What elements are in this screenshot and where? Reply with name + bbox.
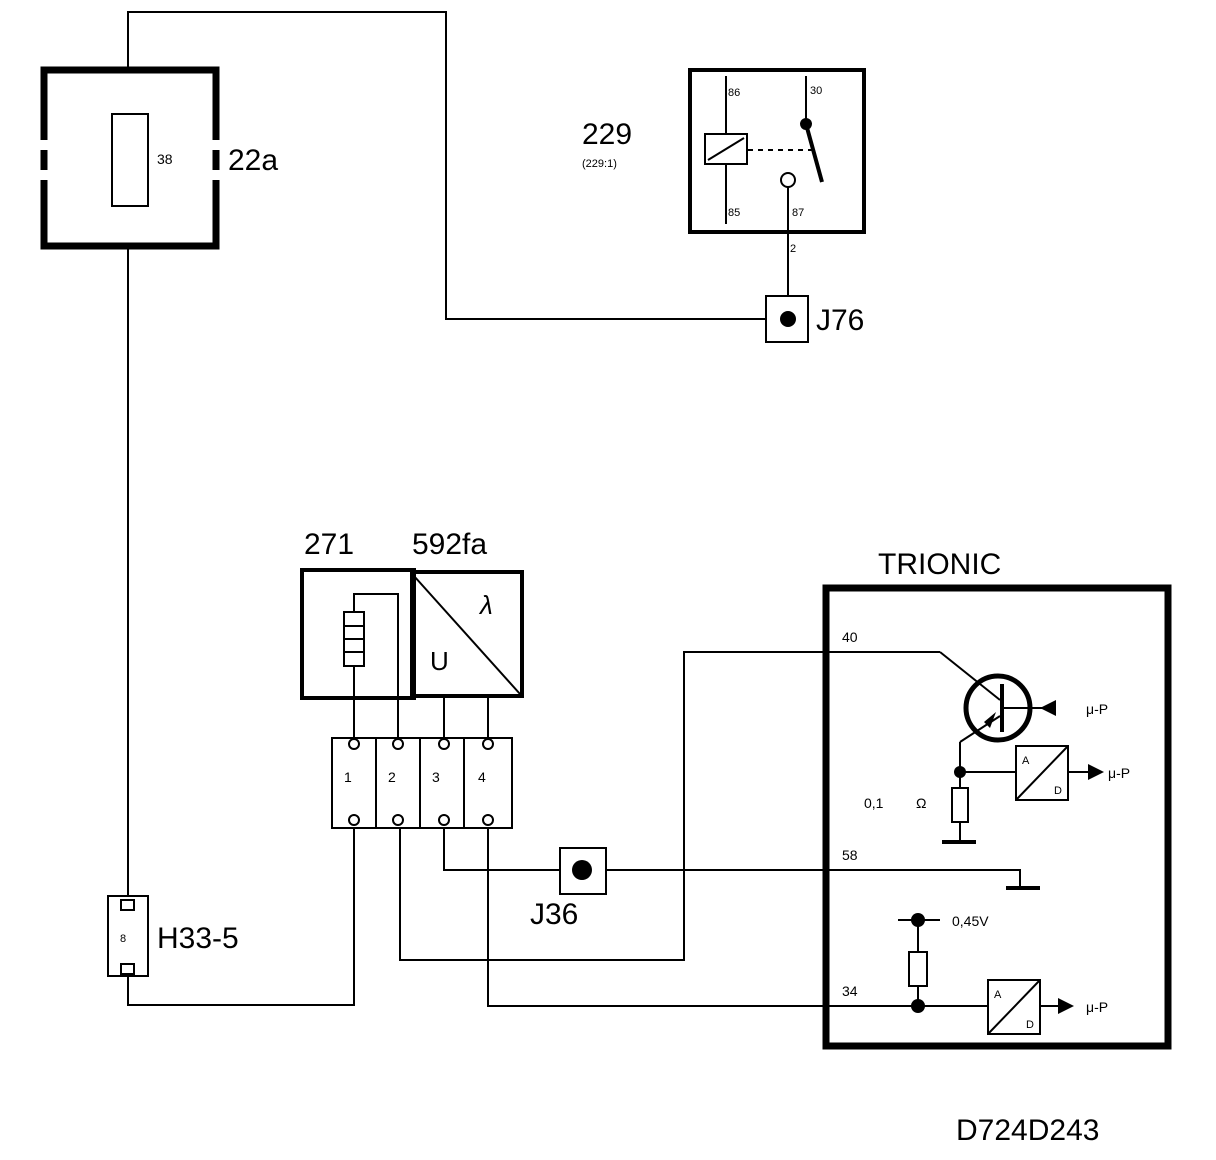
diagram-id: D724D243 (956, 1114, 1099, 1147)
ad1-a: A (1022, 755, 1030, 767)
connector-hole-4-top (482, 738, 494, 750)
relay-pin-85: 85 (728, 207, 740, 219)
mu-p-label-2: μ-P (1108, 765, 1130, 781)
reference-voltage: 0,45V (952, 913, 989, 929)
ad1-d: D (1054, 785, 1062, 797)
ad-converter-2-diag (987, 979, 1041, 1035)
lambda-box (410, 570, 524, 698)
connector-pin-label-4: 4 (478, 769, 486, 785)
relay-sub-label: (229:1) (582, 158, 617, 170)
lambda-sensor-label: 592fa (412, 528, 487, 561)
wire-pin4-to-trionic34 (487, 818, 988, 1007)
connector-hole-3-top (438, 738, 450, 750)
ad2-arrow (1058, 998, 1074, 1014)
connector-hole-2-bottom (392, 814, 404, 826)
fuse-box-label: 22a (228, 144, 278, 177)
mu-p-label-1: μ-P (1086, 701, 1108, 717)
fuse-number: 38 (157, 151, 173, 167)
trionic-ecu: TRIONIC 40 58 34 0,1 Ω A D 0,45V (822, 548, 1172, 1050)
fuse-element (111, 113, 149, 207)
junction-j36: J36 (530, 847, 607, 931)
trionic-frame (822, 584, 1172, 1050)
sensor-connector: 1 2 3 4 (331, 737, 513, 829)
shunt-resistor (951, 787, 969, 823)
trionic-pin-58: 58 (842, 847, 858, 863)
lambda-diagonal (413, 575, 521, 695)
lambda-symbol: λ (478, 590, 493, 620)
connector-hole-3-bottom (438, 814, 450, 826)
transistor-input-arrow (1040, 700, 1056, 716)
h33-pin-bottom (120, 963, 135, 975)
ad1-arrow (1088, 764, 1104, 780)
shunt-value: 0,1 (864, 795, 884, 811)
relay-pin-87: 87 (792, 207, 804, 219)
transistor-collector (939, 651, 1001, 701)
j76-label: J76 (816, 304, 864, 337)
trionic-pin-40: 40 (842, 629, 858, 645)
lambda-u-label: U (430, 646, 449, 676)
j36-dot (572, 860, 592, 880)
relay-switch-contact (780, 172, 796, 188)
wire-pin3-to-j36 (443, 818, 582, 871)
trionic-pin-34: 34 (842, 983, 858, 999)
fuse-box-frame (40, 66, 220, 140)
j76-dot (780, 311, 796, 327)
connector-hole-1-bottom (348, 814, 360, 826)
relay-frame (688, 68, 866, 234)
ad2-a: A (994, 989, 1002, 1001)
connector-pin-cell-4 (463, 737, 513, 829)
relay-229: 229 (229:1) 86 30 85 87 2 (582, 68, 866, 255)
h33-pin-top (120, 899, 135, 911)
ad2-d: D (1026, 1019, 1034, 1031)
connector-pin-label-1: 1 (344, 769, 352, 785)
heater-label: 271 (304, 528, 354, 561)
connector-hole-1-top (348, 738, 360, 750)
shunt-unit: Ω (916, 795, 926, 811)
relay-wire-label: 2 (790, 243, 796, 255)
fuse-box-frame-bottom (40, 180, 220, 250)
wire-j36-to-ground (582, 869, 1021, 886)
lead-heater-2 (353, 593, 399, 740)
h33-pin-number: 8 (120, 933, 126, 945)
relay-coil-diag (707, 137, 745, 161)
transistor-emitter-arrow (984, 712, 996, 728)
wires (127, 11, 1021, 1007)
j36-label: J36 (530, 898, 578, 931)
ad-converter-1-diag (1015, 745, 1069, 801)
connector-pin-cell-2 (375, 737, 421, 829)
junction-j76: J76 (765, 295, 864, 343)
wire-pin2-to-trionic40 (399, 651, 940, 961)
relay-pin-86: 86 (728, 87, 740, 99)
relay-label: 229 (582, 118, 632, 151)
h33-label: H33-5 (157, 922, 239, 955)
trionic-title: TRIONIC (878, 548, 1001, 581)
connector-pin-cell-3 (419, 737, 465, 829)
mu-p-label-3: μ-P (1086, 999, 1108, 1015)
connector-h33-5: 8 H33-5 (107, 895, 239, 977)
relay-switch-blade (804, 123, 824, 183)
transistor-emitter (959, 715, 1001, 743)
wire-fuse-to-j76 (127, 11, 788, 320)
bias-resistor (908, 951, 928, 987)
lambda-sensor-assembly: 271 592fa λ U (300, 528, 524, 700)
connector-pin-label-2: 2 (388, 769, 396, 785)
relay-pin-30: 30 (810, 85, 822, 97)
fuse-box-22a: 38 22a (40, 66, 278, 250)
connector-hole-2-top (392, 738, 404, 750)
node-34 (911, 999, 925, 1013)
wire-h33-to-pin1 (127, 818, 355, 1006)
connector-hole-4-bottom (482, 814, 494, 826)
connector-pin-label-3: 3 (432, 769, 440, 785)
